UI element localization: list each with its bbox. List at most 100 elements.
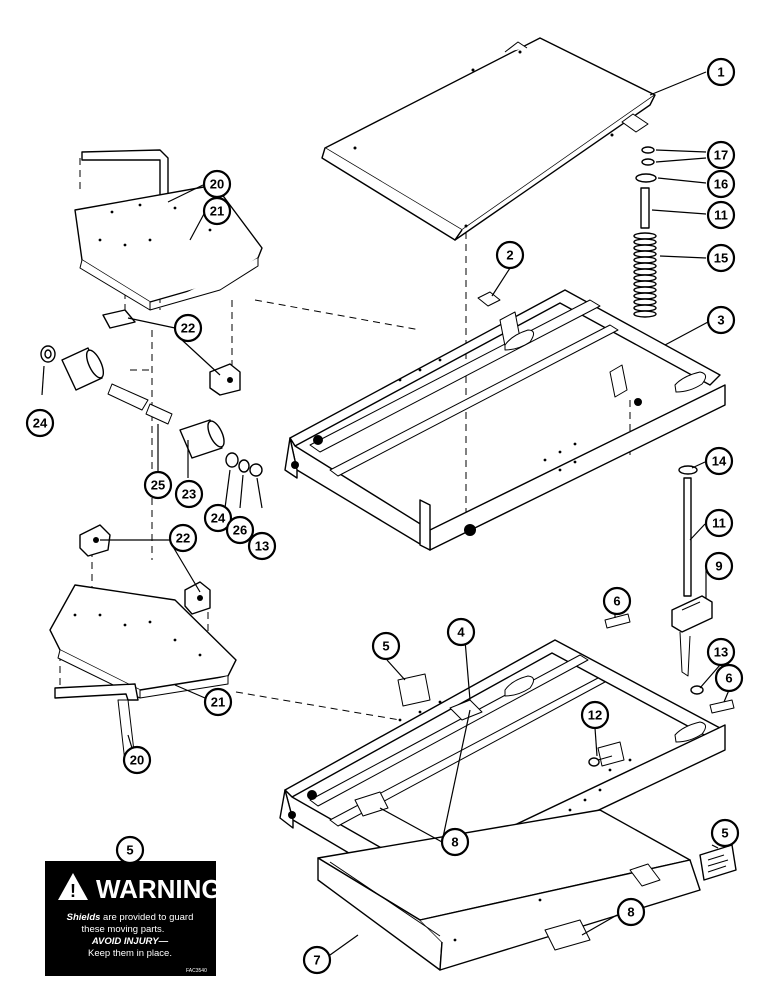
svg-text:11: 11 bbox=[714, 208, 728, 223]
callout-5-right: 5 bbox=[710, 818, 740, 848]
shaft-assembly bbox=[40, 345, 263, 477]
spring-stack bbox=[633, 146, 657, 318]
warning-line-1: Shields are provided to guard bbox=[67, 912, 194, 923]
svg-text:11: 11 bbox=[712, 516, 726, 531]
callout-15: 15 bbox=[706, 243, 736, 273]
rod-part-11-upper bbox=[640, 187, 650, 229]
svg-text:8: 8 bbox=[627, 905, 634, 920]
callout-11-lower: 11 bbox=[704, 508, 734, 538]
svg-text:17: 17 bbox=[714, 148, 728, 163]
svg-text:6: 6 bbox=[613, 594, 620, 609]
callout-13-lower: 13 bbox=[706, 637, 736, 667]
bracket-part-9 bbox=[671, 595, 713, 633]
bracket-part-20b bbox=[54, 683, 139, 701]
nut-part-17a bbox=[641, 146, 655, 154]
callout-13-upper: 13 bbox=[247, 531, 277, 561]
svg-text:8: 8 bbox=[451, 835, 458, 850]
callout-25: 25 bbox=[143, 470, 173, 500]
svg-text:25: 25 bbox=[151, 478, 165, 493]
spring-part-15 bbox=[633, 232, 657, 318]
nut-part-13a bbox=[249, 463, 263, 477]
callout-20-upper: 20 bbox=[202, 169, 232, 199]
bracket-part-8a bbox=[449, 699, 483, 721]
warning-line-4: Keep them in place. bbox=[88, 948, 172, 959]
svg-text:21: 21 bbox=[210, 204, 224, 219]
callout-5-warning: 5 bbox=[115, 835, 145, 865]
warning-decal-part-5: ! WARNING Shields are provided to guard … bbox=[45, 861, 222, 976]
bearing-part-24b bbox=[225, 452, 239, 468]
bracket-part-8b bbox=[354, 791, 389, 817]
svg-text:5: 5 bbox=[126, 843, 133, 858]
bracket-part-8d bbox=[544, 919, 591, 951]
warning-line-2: these moving parts. bbox=[82, 924, 165, 935]
washer-part-16 bbox=[635, 173, 657, 183]
upper-frame-part-3 bbox=[284, 289, 726, 551]
callout-21-lower: 21 bbox=[203, 687, 233, 717]
callout-8-center: 8 bbox=[440, 827, 470, 857]
svg-text:5: 5 bbox=[382, 639, 389, 654]
warning-title: WARNING bbox=[96, 874, 222, 904]
bolt-part-12 bbox=[588, 755, 613, 767]
washer-part-26 bbox=[238, 459, 250, 473]
pivot-block-part-22b bbox=[209, 363, 241, 396]
svg-text:21: 21 bbox=[211, 695, 225, 710]
decal-part-6a bbox=[604, 613, 631, 629]
svg-text:13: 13 bbox=[714, 645, 728, 660]
bracket-part-8c bbox=[629, 863, 661, 887]
svg-text:16: 16 bbox=[714, 177, 728, 192]
hazard-triangle-icon bbox=[58, 873, 88, 900]
callout-24-left: 24 bbox=[25, 408, 55, 438]
callout-7: 7 bbox=[302, 945, 332, 975]
callout-22-lower: 22 bbox=[168, 523, 198, 553]
callout-17: 17 bbox=[706, 140, 736, 170]
callout-14: 14 bbox=[704, 446, 734, 476]
warning-code: FAC3540 bbox=[186, 968, 207, 974]
callout-6-lower: 6 bbox=[714, 663, 744, 693]
lower-mount-plate-part-21 bbox=[49, 524, 237, 763]
svg-text:24: 24 bbox=[211, 511, 226, 526]
callout-23: 23 bbox=[174, 479, 204, 509]
callout-21-upper: 21 bbox=[202, 196, 232, 226]
svg-text:24: 24 bbox=[33, 416, 48, 431]
svg-text:13: 13 bbox=[255, 539, 269, 554]
leader-lines bbox=[41, 71, 730, 956]
decal-part-5a bbox=[397, 673, 431, 707]
svg-text:22: 22 bbox=[176, 531, 190, 546]
callout-20-lower: 20 bbox=[122, 745, 152, 775]
nut-part-17b bbox=[641, 158, 655, 166]
svg-text:20: 20 bbox=[210, 177, 224, 192]
svg-text:9: 9 bbox=[715, 559, 722, 574]
svg-text:20: 20 bbox=[130, 753, 144, 768]
upper-mount-plate-part-21 bbox=[74, 149, 263, 396]
svg-text:!: ! bbox=[70, 881, 76, 901]
callout-22-upper: 22 bbox=[173, 313, 203, 343]
callout-2: 2 bbox=[495, 240, 525, 270]
svg-text:2: 2 bbox=[506, 248, 513, 263]
svg-text:12: 12 bbox=[588, 708, 602, 723]
callout-4: 4 bbox=[446, 617, 476, 647]
callout-5-upper: 5 bbox=[371, 631, 401, 661]
shaft-part-25 bbox=[107, 383, 149, 411]
callout-9: 9 bbox=[704, 551, 734, 581]
svg-text:14: 14 bbox=[712, 454, 727, 469]
bracket-part-2 bbox=[477, 291, 501, 307]
svg-text:5: 5 bbox=[721, 826, 728, 841]
pivot-block-part-22a bbox=[102, 309, 136, 329]
decal-part-5c bbox=[699, 844, 737, 881]
callout-12: 12 bbox=[580, 700, 610, 730]
callout-11-upper: 11 bbox=[706, 200, 736, 230]
callout-16: 16 bbox=[706, 169, 736, 199]
callout-26: 26 bbox=[225, 515, 255, 545]
lower-rod-assembly bbox=[671, 465, 713, 695]
svg-text:1: 1 bbox=[717, 65, 724, 80]
decal-part-6b bbox=[709, 699, 735, 714]
top-shield-part-1 bbox=[321, 37, 656, 241]
svg-text:4: 4 bbox=[457, 625, 465, 640]
rod-part-11-lower bbox=[683, 477, 692, 597]
svg-text:3: 3 bbox=[717, 313, 724, 328]
svg-text:7: 7 bbox=[313, 953, 320, 968]
callout-3: 3 bbox=[706, 305, 736, 335]
svg-text:26: 26 bbox=[233, 523, 247, 538]
callout-8-lower: 8 bbox=[616, 897, 646, 927]
svg-text:22: 22 bbox=[181, 321, 195, 336]
